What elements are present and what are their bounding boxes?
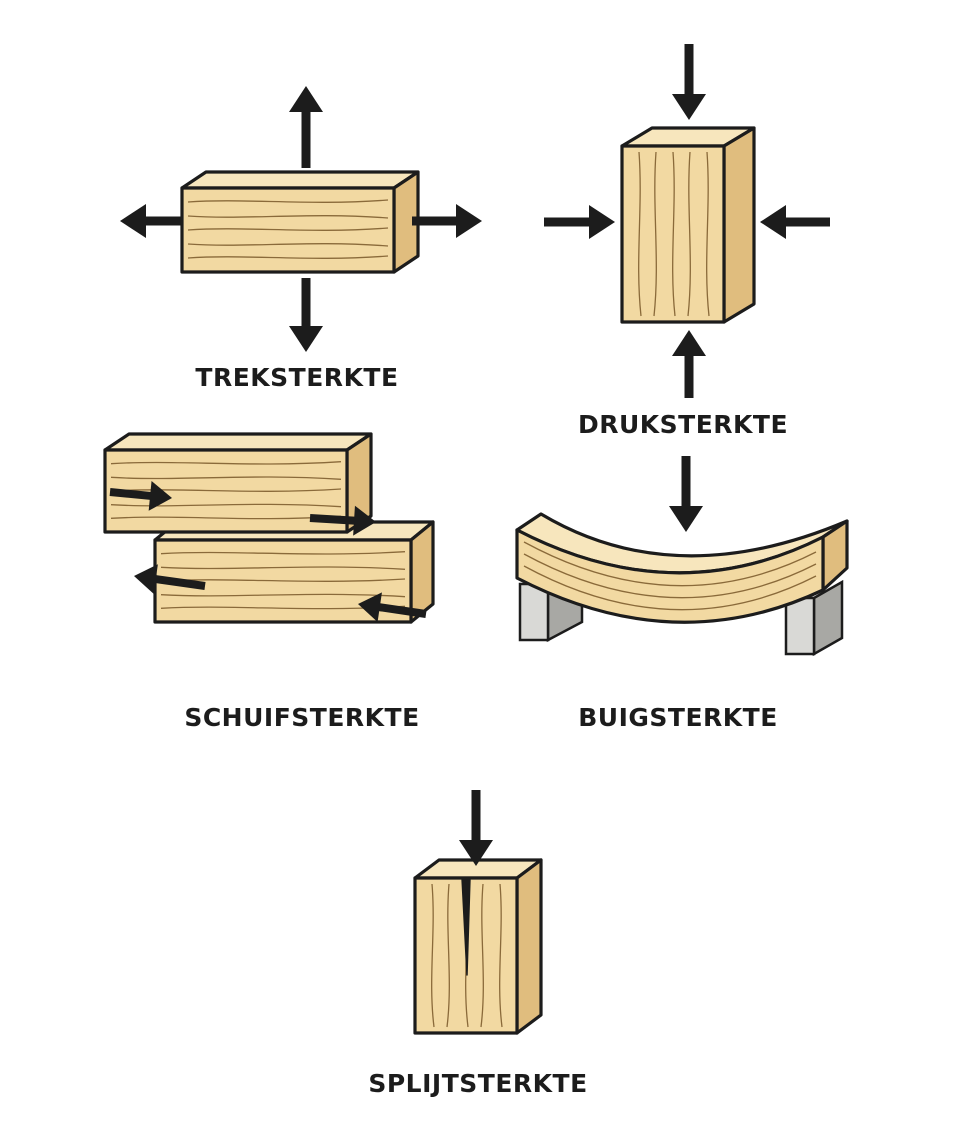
split-crack [461,877,471,976]
wood-grain-line [110,476,342,480]
tensile-wood-block [180,170,420,274]
label-tensile-strength: TREKSTERKTE [195,363,399,392]
wood-top-face [180,170,420,190]
wood-grain-line [653,151,657,317]
wood-grain-line [110,515,342,520]
arrow-up-icon [672,330,706,398]
wood-front-face [515,528,825,624]
wood-grain-line [523,553,817,599]
arrow-head [358,592,382,623]
wood-grain-line [160,551,406,555]
wood-grain-line [160,593,406,598]
wood-grain-line [687,151,691,317]
label-compressive-strength: DRUKSTERKTE [577,410,789,439]
label-splitting-strength: SPLIJTSTERKTE [368,1069,588,1098]
wood-grain-line [706,151,710,317]
arrow-down-icon [669,456,703,532]
right-support-block [784,596,816,656]
arrow-shaft [377,602,427,618]
arrow-shaft [309,514,357,525]
arrow-shaft [109,488,153,501]
arrow-right-icon [309,505,376,536]
shear-upper-wood-block [103,432,373,534]
arrow-head [148,480,172,511]
arrow-left-icon [358,592,427,623]
label-shear-strength: SCHUIFSTERKTE [184,703,420,732]
splitting-wood-block [413,858,543,1035]
wood-grain-line [187,243,389,247]
wood-grain-line [480,883,484,1028]
arrow-head [120,204,146,238]
arrow-head [589,205,615,239]
arrow-head [459,840,493,866]
wood-grain-line [187,227,389,231]
wood-grain-line [110,461,342,465]
arrow-head [456,204,482,238]
wood-grain-line [446,883,450,1028]
arrow-right-icon [544,205,615,239]
wood-end-face [722,126,756,324]
left-support-block [518,582,550,642]
wood-end-face [409,520,435,624]
arrow-down-icon [672,44,706,120]
arrow-head [669,506,703,532]
wood-grain-line [672,151,676,317]
arrow-left-icon [134,564,206,594]
wood-grain-line [187,199,389,203]
label-bending-strength: BUIGSTERKTE [578,703,778,732]
arrow-left-icon [120,204,182,238]
arrow-head [353,505,376,536]
wood-grain-line [523,541,817,587]
arrow-head [289,86,323,112]
bending-beam-group [515,512,849,657]
wood-grain-line [187,255,389,259]
arrow-head [672,94,706,120]
arrow-head [672,330,706,356]
arrow-head [289,326,323,352]
arrow-up-icon [289,86,323,168]
wood-grain-line [431,883,435,1028]
arrow-right-icon [412,204,482,238]
wood-grain-line [523,565,817,611]
wood-grain-line [160,566,406,570]
wood-grain-line [110,503,342,508]
arrow-head [134,564,158,594]
wood-grain-line [110,488,342,492]
wood-end-face [515,858,543,1035]
arrow-shaft [153,574,206,590]
wood-grain-line [499,883,503,1028]
wood-grain-line [187,215,389,219]
arrow-down-icon [459,790,493,866]
wood-top-face [103,432,373,452]
arrow-right-icon [109,480,172,511]
arrow-head [760,205,786,239]
arrow-down-icon [289,278,323,352]
wood-grain-line [638,151,642,317]
arrow-left-icon [760,205,830,239]
compressive-wood-block [620,126,756,324]
